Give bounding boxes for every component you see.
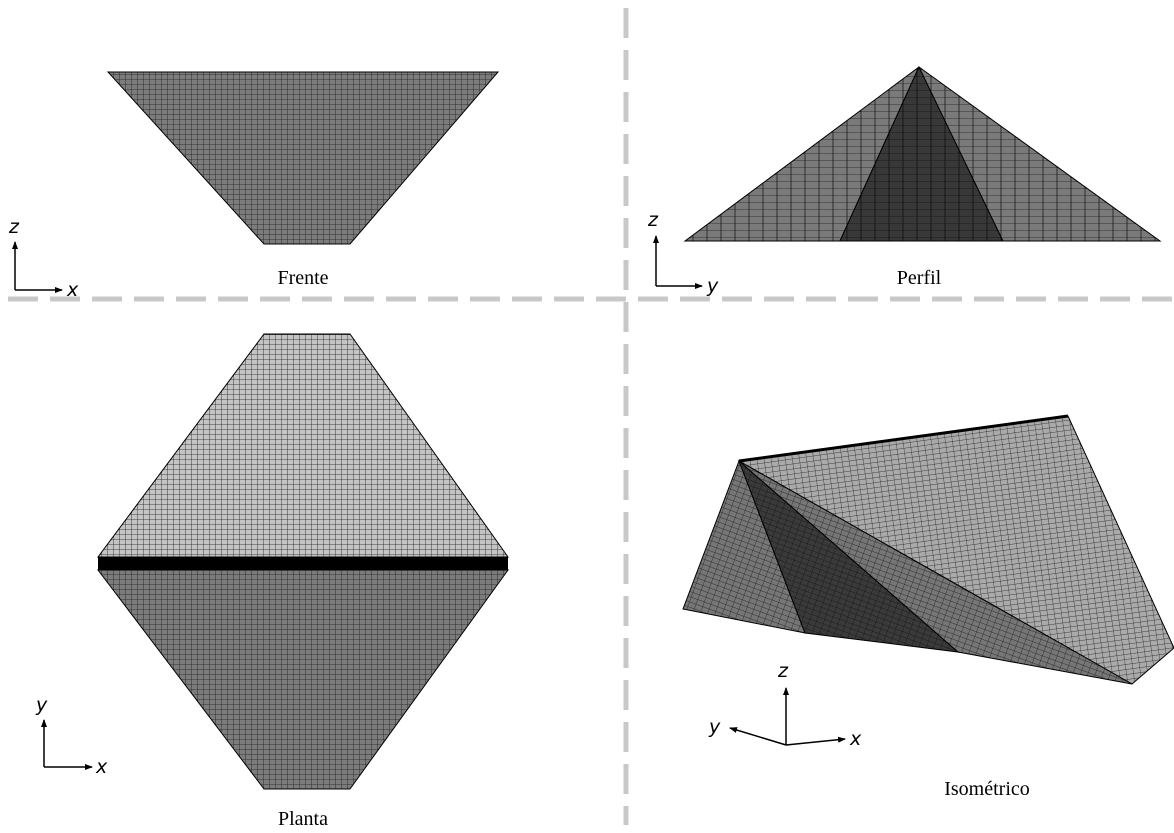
front-trapezoid: [106, 71, 500, 245]
iso-axis-vertical-label: z: [777, 660, 789, 682]
quadrant-dividers: [8, 8, 1174, 825]
front-axis-vertical-label: z: [8, 216, 20, 238]
plan-lower-face: [96, 569, 509, 790]
front-axis-horizontal-label: x: [66, 279, 79, 301]
iso-top-ridge: [738, 414, 1069, 463]
plan-ridge-band: [98, 557, 508, 570]
iso-front-face: [738, 460, 1133, 685]
front-view: z x Frente: [8, 71, 500, 301]
iso-axis-right-label: x: [849, 728, 862, 750]
side-axis-vertical-label: z: [647, 209, 659, 231]
side-axis-indicator: z y: [647, 209, 719, 297]
plan-view: y x Planta: [35, 333, 509, 830]
side-axis-horizontal-label: y: [706, 275, 719, 297]
iso-axis-left-label: y: [708, 716, 721, 738]
plan-axis-horizontal-label: x: [95, 756, 108, 778]
plan-upper-face: [97, 333, 509, 558]
plan-axis-indicator: y x: [35, 694, 108, 778]
plan-axis-vertical-label: y: [35, 694, 48, 716]
isometric-view: z y x Isométrico: [682, 414, 1174, 800]
front-view-label: Frente: [277, 267, 328, 289]
side-right-face: [918, 66, 1162, 242]
iso-view-label: Isométrico: [944, 778, 1030, 800]
side-view: z y Perfil: [647, 65, 1162, 297]
side-view-label: Perfil: [897, 267, 942, 289]
front-axis-indicator: z x: [8, 216, 79, 301]
iso-axis-indicator: z y x: [708, 660, 862, 750]
plan-view-label: Planta: [278, 808, 328, 830]
